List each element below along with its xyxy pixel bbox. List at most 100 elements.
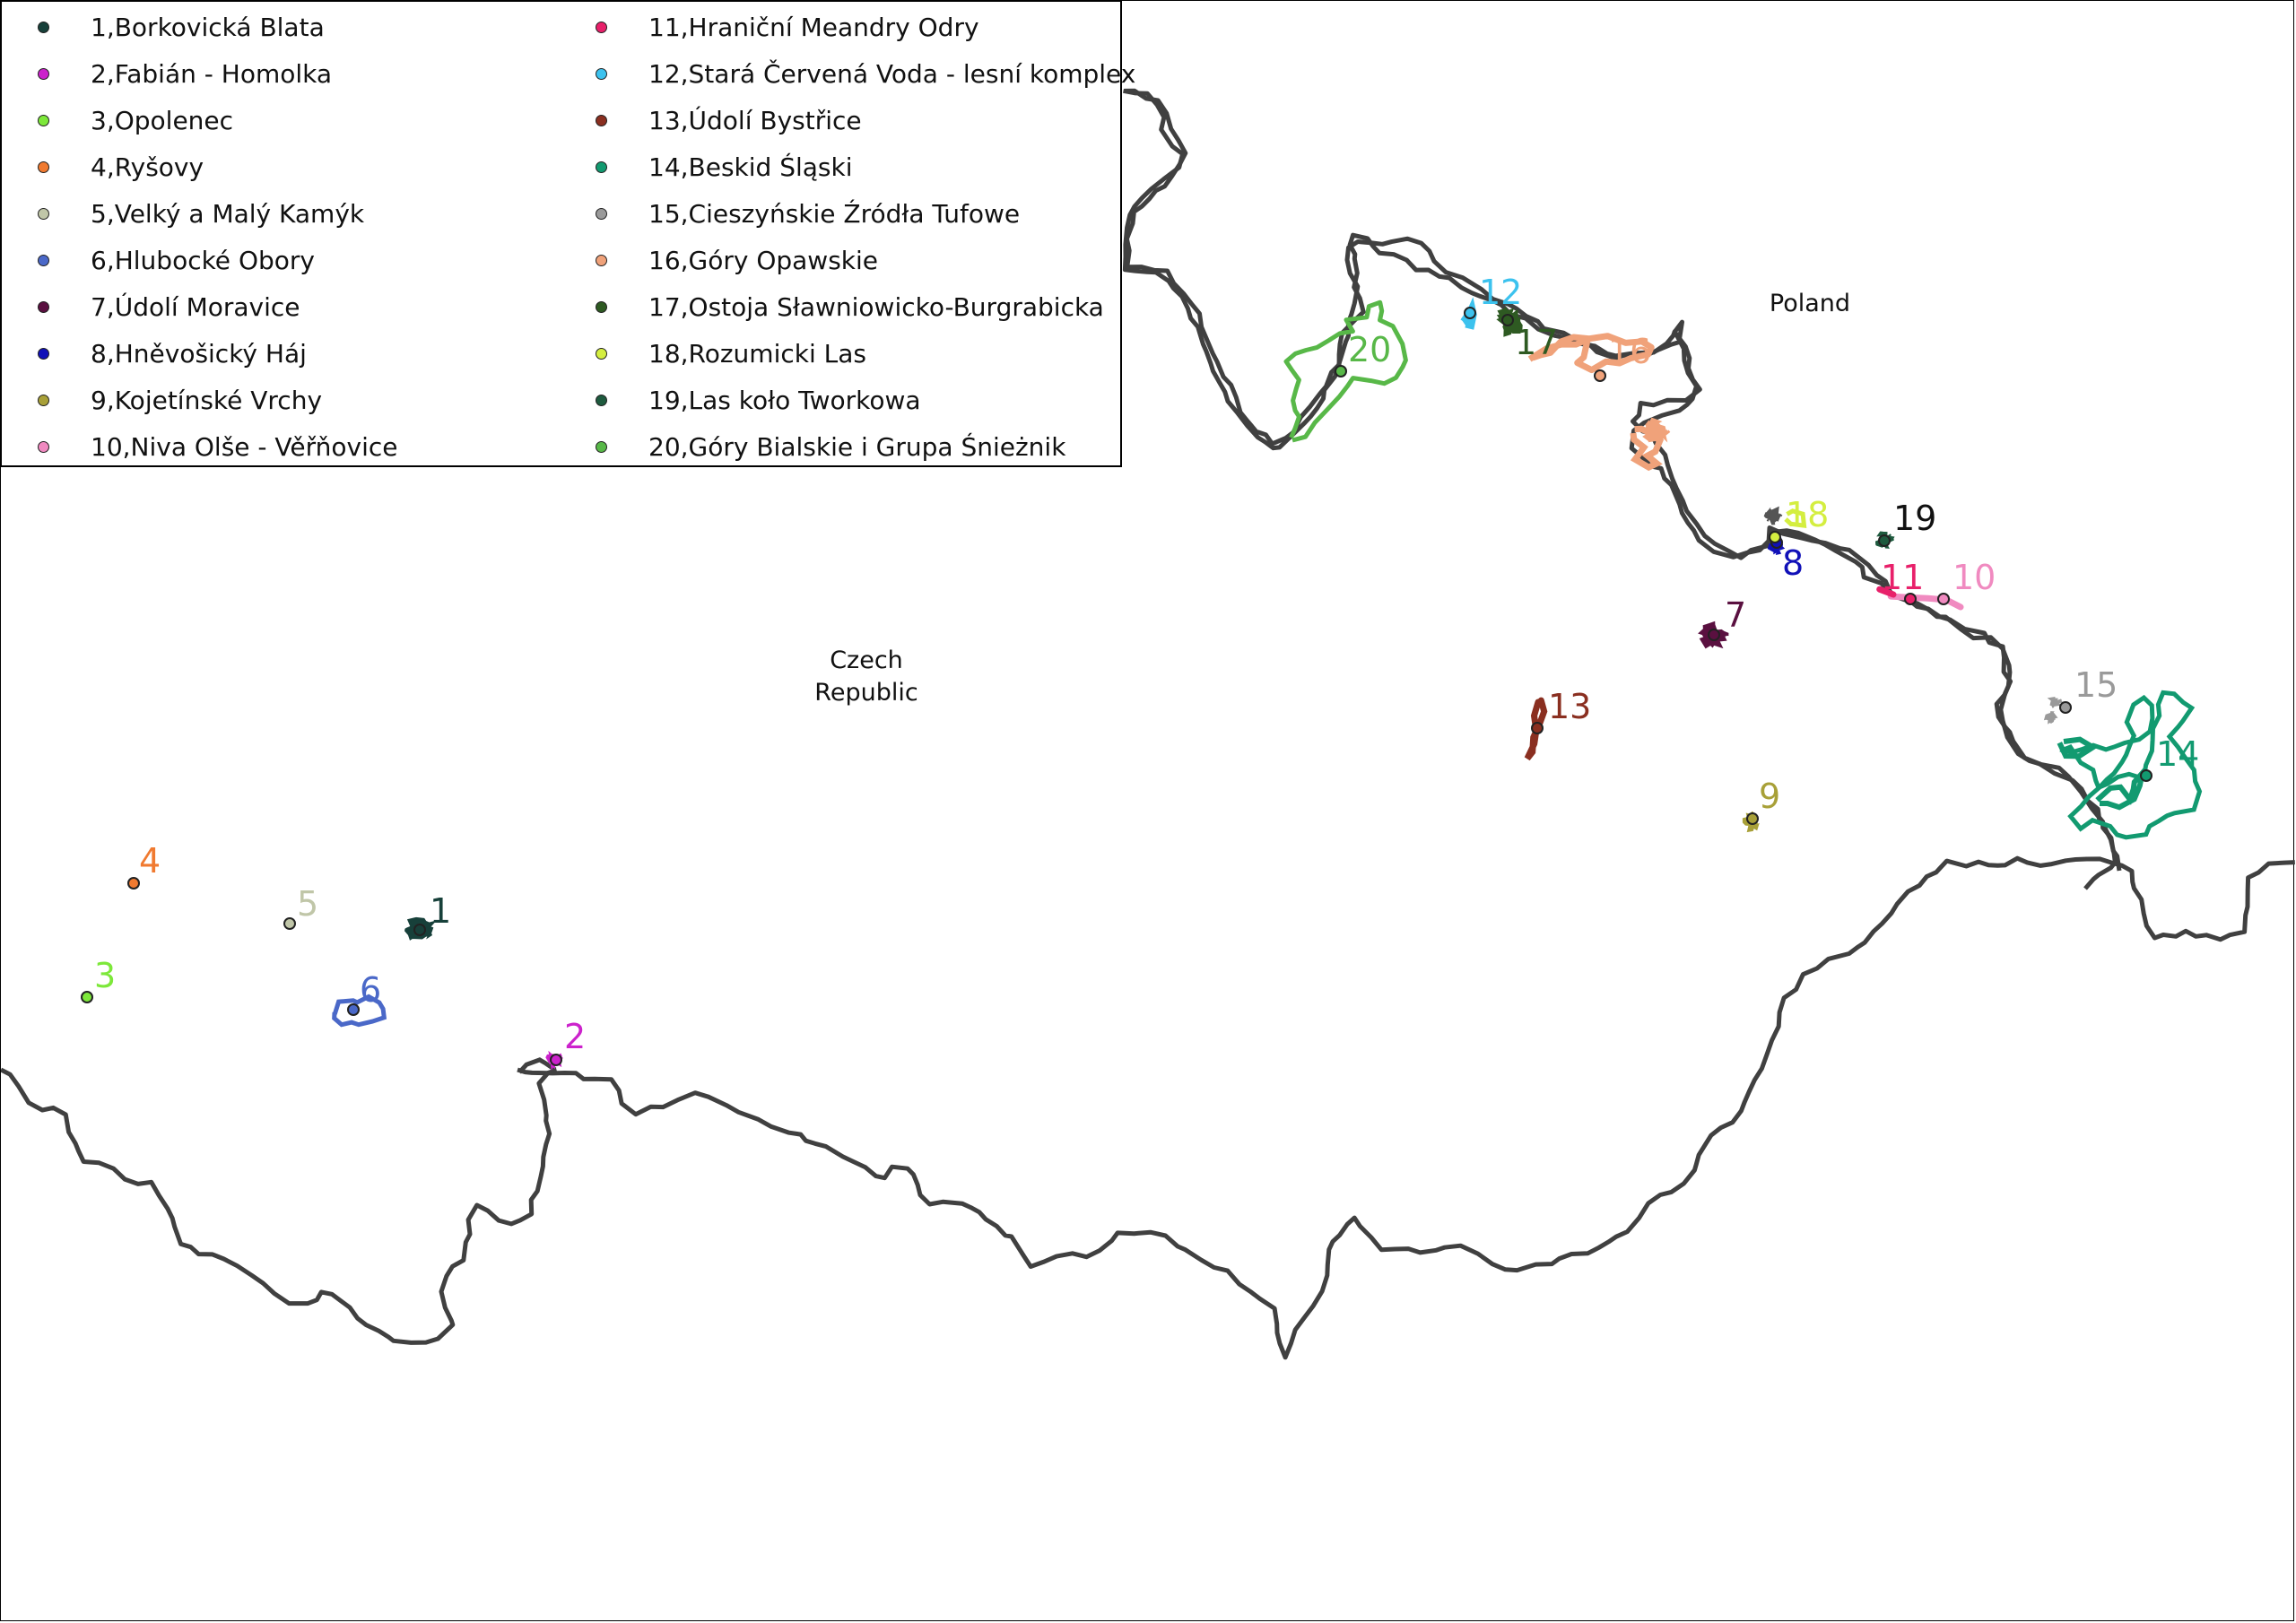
legend-item: 3,Opolenec	[2, 97, 233, 143]
legend-swatch-icon	[596, 254, 607, 266]
site-point-1	[413, 924, 426, 936]
site-area-15b	[2043, 711, 2058, 725]
site-point-12	[1464, 307, 1476, 319]
legend-label: 14,Beskid Śląski	[648, 152, 853, 182]
site-label-14: 14	[2156, 734, 2199, 774]
site-label-13: 13	[1548, 687, 1591, 726]
legend-swatch-icon	[38, 347, 49, 360]
country-label-czech-line1: Czech	[830, 647, 903, 674]
site-label-6: 6	[360, 970, 381, 1010]
site-point-15	[2059, 701, 2072, 714]
site-point-17	[1501, 314, 1514, 326]
legend-item: 17,Ostoja Sławniowicko-Burgrabicka	[560, 283, 1104, 330]
legend-item: 11,Hraniční Meandry Odry	[560, 4, 979, 50]
map-legend: 1,Borkovická Blata 2,Fabián - Homolka 3,Op…	[0, 0, 1135, 470]
country-label-czech-republic: Czech Republic	[790, 645, 943, 709]
site-label-8: 8	[1782, 543, 1804, 583]
site-label-5: 5	[297, 884, 318, 924]
legend-item: 14,Beskid Śląski	[560, 143, 853, 190]
site-point-3	[81, 991, 93, 1003]
legend-label: 15,Cieszyńskie Źródła Tufowe	[648, 198, 1021, 229]
legend-label: 10,Niva Olše - Věřňovice	[91, 431, 398, 462]
legend-swatch-icon	[38, 440, 49, 453]
legend-swatch-icon	[596, 347, 607, 360]
legend-item: 9,Kojetínské Vrchy	[2, 377, 322, 423]
site-label-19: 19	[1893, 499, 1936, 538]
border-line-north	[1124, 88, 2118, 890]
legend-swatch-icon	[38, 67, 49, 80]
site-area-6	[332, 994, 387, 1028]
site-label-1: 1	[430, 891, 451, 931]
site-point-16	[1594, 369, 1606, 382]
legend-label: 20,Góry Bialskie i Grupa Śnieżnik	[648, 431, 1066, 462]
site-point-18	[1769, 531, 1781, 543]
legend-label: 2,Fabián - Homolka	[91, 58, 333, 89]
legend-item: 20,Góry Bialskie i Grupa Śnieżnik	[560, 423, 1065, 470]
site-area-16	[1527, 333, 1655, 374]
legend-item: 18,Rozumicki Las	[560, 330, 866, 377]
legend-item: 19,Las koło Tworkowa	[560, 377, 921, 423]
legend-swatch-icon	[596, 300, 607, 313]
site-points	[81, 307, 2152, 1066]
legend-label: 19,Las koło Tworkowa	[648, 385, 921, 415]
border-line-south	[517, 855, 2295, 1360]
site-label-16: 16	[1608, 332, 1651, 371]
legend-item: 8,Hněvošický Háj	[2, 330, 307, 377]
site-area-16c	[1642, 417, 1671, 445]
legend-swatch-icon	[38, 254, 49, 266]
legend-item: 1,Borkovická Blata	[2, 4, 325, 50]
site-label-11: 11	[1881, 558, 1924, 597]
site-label-17: 17	[1515, 323, 1558, 362]
legend-swatch-icon	[596, 440, 607, 453]
legend-label: 8,Hněvošický Háj	[91, 338, 307, 369]
site-label-3: 3	[94, 956, 116, 995]
legend-swatch-icon	[596, 114, 607, 126]
legend-item: 16,Góry Opawskie	[560, 237, 878, 283]
legend-item: 6,Hlubocké Obory	[2, 237, 315, 283]
site-area-20	[1283, 299, 1408, 443]
border-line-north-main	[1122, 88, 2122, 872]
legend-swatch-icon	[38, 21, 49, 33]
legend-label: 11,Hraniční Meandry Odry	[648, 12, 979, 42]
site-area-11	[1876, 586, 1897, 598]
legend-label: 16,Góry Opawskie	[648, 245, 879, 275]
country-label-poland: Poland	[1769, 290, 1851, 317]
site-label-4: 4	[139, 841, 161, 881]
legend-item: 15,Cieszyńskie Źródła Tufowe	[560, 190, 1020, 237]
legend-swatch-icon	[596, 394, 607, 406]
legend-swatch-icon	[38, 161, 49, 173]
site-area-14b	[2095, 764, 2147, 811]
legend-item: 10,Niva Olše - Věřňovice	[2, 423, 398, 470]
site-area-15	[2047, 696, 2064, 708]
site-point-2	[550, 1054, 562, 1066]
site-label-15: 15	[2074, 665, 2118, 705]
site-label-18: 18	[1786, 495, 1829, 534]
site-point-7	[1708, 629, 1720, 641]
legend-label: 9,Kojetínské Vrchy	[91, 385, 323, 415]
site-point-11	[1904, 593, 1917, 605]
legend-label: 12,Stará Červená Voda - lesní komplex	[648, 58, 1136, 89]
country-label-czech-line2: Republic	[814, 679, 918, 707]
legend-swatch-icon	[596, 21, 607, 33]
legend-label: 18,Rozumicki Las	[648, 338, 866, 369]
legend-swatch-icon	[596, 67, 607, 80]
legend-swatch-icon	[38, 207, 49, 220]
site-point-13	[1531, 722, 1544, 734]
site-area-18	[1784, 508, 1807, 528]
site-label-7: 7	[1725, 595, 1746, 635]
legend-item: 7,Údolí Moravice	[2, 283, 300, 330]
legend-label: 7,Údolí Moravice	[91, 291, 300, 322]
legend-label: 3,Opolenec	[91, 105, 234, 135]
legend-label: 5,Velký a Malý Kamýk	[91, 198, 365, 229]
site-label-2: 2	[564, 1017, 586, 1056]
legend-label: 6,Hlubocké Obory	[91, 245, 315, 275]
site-label-10: 10	[1952, 558, 1996, 597]
site-point-5	[283, 917, 296, 930]
legend-label: 17,Ostoja Sławniowicko-Burgrabicka	[648, 291, 1104, 322]
site-label-20: 20	[1348, 330, 1391, 369]
legend-swatch-icon	[596, 207, 607, 220]
site-areas	[332, 297, 2203, 1071]
